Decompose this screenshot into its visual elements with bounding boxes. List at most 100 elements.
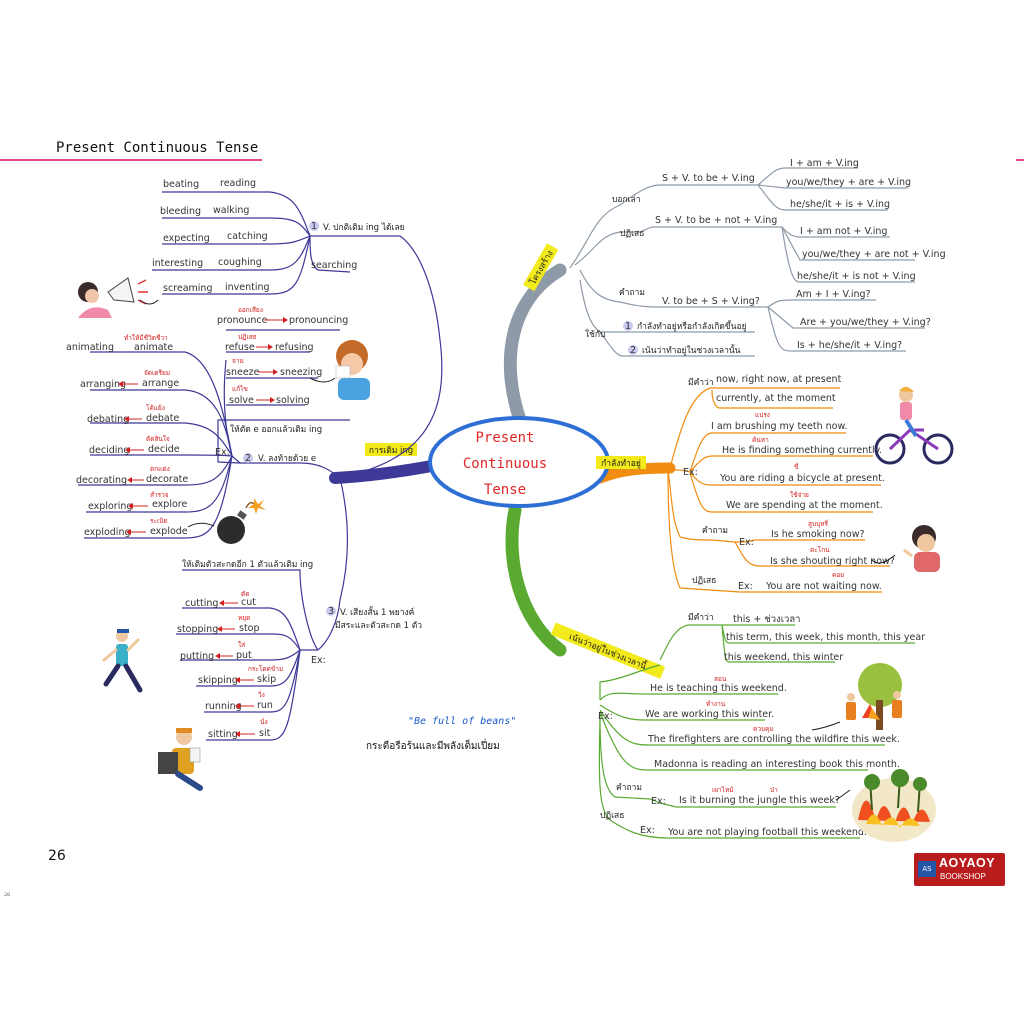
usage-label: ใช้กับ: [585, 329, 605, 340]
usage-negative: You are not waiting now.: [765, 581, 882, 592]
forest-fire-icon: [852, 769, 936, 842]
rule3-ing: sitting: [208, 729, 238, 740]
rule2-base: explore: [152, 499, 187, 510]
rule2-title: V. ลงท้ายด้วย e: [258, 453, 316, 464]
timeframe-keywords-label: มีคำว่า: [688, 612, 714, 623]
rule2-ing: arranging: [80, 379, 126, 390]
sneezing-boy-icon: [335, 340, 370, 400]
rule2-ing: solving: [276, 395, 310, 406]
rule1-word: walking: [213, 205, 249, 216]
affirmative-label: บอกเล่า: [612, 195, 641, 205]
thai-gloss: สูบบุหรี่: [808, 519, 829, 528]
pointer-arrow: [811, 721, 841, 731]
rule1-title: V. ปกติเติม ing ได้เลย: [323, 222, 405, 233]
structure-lines: [569, 167, 925, 357]
branch-label-timeframe: เน้นว่าอยู่ในช่วงเวลานี้: [567, 630, 648, 672]
timeframe-example: The firefighters are controlling the wil…: [647, 734, 900, 745]
rule3-items: ตัด cutting cut หยุด stopping stop ใส่ p…: [177, 590, 283, 740]
rule2-ing: deciding: [89, 445, 129, 456]
arrow-head: [235, 677, 240, 683]
logo-badge: AS: [918, 861, 936, 877]
motto-english: "Be full of beans": [408, 716, 517, 727]
affirmative-row: you/we/they + are + V.ing: [786, 177, 911, 188]
rule1-word: expecting: [163, 233, 210, 244]
pointer-arrow: [309, 377, 336, 383]
rule2-ing: debating: [87, 414, 129, 425]
negative-formula: S + V. to be + not + V.ing: [655, 215, 777, 226]
rule3-line2: มีสระและตัวสะกด 1 ตัว: [335, 620, 422, 631]
rule1-word: bleeding: [160, 206, 201, 217]
rule2-base: decorate: [146, 474, 188, 485]
thai-gloss: ตะโกน: [810, 546, 830, 554]
rule1-word: inventing: [225, 282, 270, 293]
rule2-ex: Ex:: [215, 447, 230, 458]
thai-gloss: สำรวจ: [150, 491, 169, 499]
question-row: Am + I + V.ing?: [796, 289, 871, 300]
timeframe-question-ex: Ex:: [651, 796, 666, 807]
number-badge: [623, 321, 633, 331]
branch-label-rules: การเติม ing: [369, 446, 413, 456]
thai-gloss: สอน: [714, 675, 727, 683]
thai-gloss: กระโดดข้าม: [248, 665, 283, 673]
reading-man-icon: [158, 728, 203, 791]
arrow-head: [283, 317, 288, 323]
affirmative-row: I + am + V.ing: [790, 158, 859, 169]
usage-item-2: เน้นว่าทำอยู่ในช่วงเวลานั้น: [642, 344, 741, 356]
arrow-head: [235, 703, 240, 709]
center-line1: Present: [475, 430, 534, 446]
thai-gloss: ค้นหา: [752, 436, 769, 444]
rule3-base: skip: [257, 674, 276, 685]
timeframe-question-label: คำถาม: [616, 783, 642, 793]
rule2-upper-items: ออกเสียง pronounce pronouncing ปฏิเสธ re…: [217, 306, 348, 406]
usage-num: 1: [625, 321, 631, 332]
affirmative-formula: S + V. to be + V.ing: [662, 173, 755, 184]
usage-example: I am brushing my teeth now.: [711, 421, 847, 432]
usage-question: Is she shouting right now?: [770, 556, 895, 567]
timeframe-keywords: this term, this week, this month, this y…: [726, 632, 925, 643]
rule3-base: run: [257, 700, 273, 711]
rule2-ing: sneezing: [280, 367, 322, 378]
thai-gloss: หยุด: [238, 614, 250, 622]
timeframe-keywords: this weekend, this winter: [724, 652, 843, 663]
thai-gloss: วิ่ง: [258, 690, 265, 699]
rule1-num: 1: [311, 221, 317, 232]
cyclist-icon: [874, 386, 954, 465]
thai-gloss: จาม: [232, 357, 244, 365]
rule2-base: solve: [229, 395, 254, 406]
thai-gloss: ออกเสียง: [238, 306, 263, 314]
rule2-ing: decorating: [76, 475, 127, 486]
rule2-base: explode: [150, 526, 188, 537]
pointer-arrow: [187, 522, 215, 528]
usage-keywords-label: มีคำว่า: [688, 377, 714, 388]
timeframe-example: Madonna is reading an interesting book t…: [654, 759, 900, 770]
thai-gloss: ขี่: [794, 462, 798, 471]
rule1-word: screaming: [163, 283, 212, 294]
thai-gloss: แปรง: [755, 411, 770, 419]
rule3-ex: Ex:: [311, 655, 326, 666]
thai-gloss: เผาไหม้: [712, 786, 734, 794]
branch-usage: [594, 462, 676, 484]
rule2-ing: animating: [66, 342, 114, 353]
timeframe-negative-label: ปฏิเสธ: [600, 811, 624, 821]
affirmative-row: he/she/it + is + V.ing: [790, 199, 890, 210]
thai-gloss: ควบคุม: [753, 725, 774, 733]
logo-sub: BOOKSHOP: [940, 872, 986, 881]
usage-keywords: currently, at the moment: [716, 393, 836, 404]
rule2-ing: pronouncing: [289, 315, 348, 326]
question-row: Is + he/she/it + V.ing?: [797, 340, 902, 351]
usage-question-label: คำถาม: [702, 526, 728, 536]
shouting-woman-icon: [903, 525, 940, 572]
question-label: คำถาม: [619, 288, 645, 298]
timeframe-question: Is it burning the jungle this week?: [679, 795, 840, 806]
arrow-head: [126, 529, 131, 535]
rule1-word: reading: [220, 178, 256, 189]
logo-name: AOYAOY: [939, 856, 996, 870]
rule3-ing: putting: [180, 651, 214, 662]
thai-gloss: ตัด: [241, 590, 249, 598]
megaphone-woman-icon: [78, 277, 148, 318]
rule2-base: refuse: [225, 342, 255, 353]
rule3-intro: ให้เติมตัวสะกดอีก 1 ตัวแล้วเติม ing: [182, 559, 313, 570]
page-number: 26: [48, 848, 66, 864]
timeframe-keywords: this + ช่วงเวลา: [733, 614, 801, 625]
thai-gloss: นั่ง: [260, 717, 268, 726]
